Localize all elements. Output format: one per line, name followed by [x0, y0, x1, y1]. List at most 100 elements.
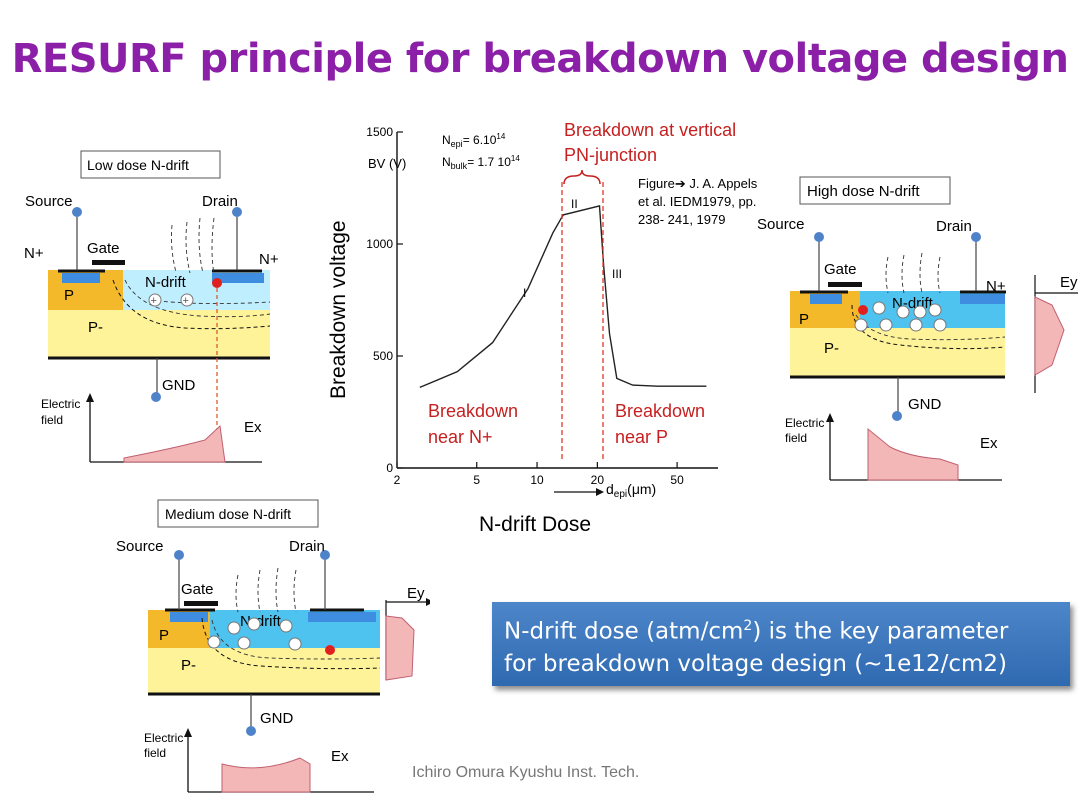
x-tick-label: 10	[530, 473, 544, 487]
electric-field-profile	[867, 427, 959, 481]
annot-vertical-breakdown: Breakdown at vertical	[564, 120, 736, 140]
n-drift-label: N-drift	[145, 274, 187, 291]
gate-electrode	[184, 601, 218, 606]
gnd-terminal	[892, 411, 902, 421]
n-epi-label: Nepi= 6.1014	[442, 132, 506, 149]
ey-label: Ey	[1060, 274, 1078, 291]
low-dose-diagram: Low dose N-drift Source Drain Gate N+ N+…	[24, 150, 279, 463]
ex-label: Ex	[244, 419, 262, 436]
x-tick-label: 2	[394, 473, 401, 487]
breakdown-voltage-graph: Breakdown voltage N-drift Dose 0 500 1000 1…	[327, 120, 758, 536]
source-label: Source	[25, 193, 73, 210]
gnd-terminal	[151, 392, 161, 402]
figure-reference: Figure➔ J. A. Appels	[638, 176, 758, 191]
key-parameter-callout: N-drift dose (atm/cm2) is the key parame…	[492, 602, 1070, 686]
high-dose-diagram: High dose N-drift Source Drain Gate N-dr…	[757, 176, 1078, 481]
svg-text:+: +	[151, 295, 157, 307]
gate-label: Gate	[181, 581, 214, 598]
y-unit-label: BV (V)	[368, 156, 406, 171]
y-tick-label: 1500	[366, 125, 393, 139]
drain-label: Drain	[289, 538, 325, 555]
p-minus-label: P-	[824, 340, 839, 357]
author-credit: Ichiro Omura Kyushu Inst. Tech.	[412, 764, 640, 781]
callout-line-2: for breakdown voltage design (~1e12/cm2)	[504, 650, 1007, 677]
ionized-donors	[854, 301, 947, 332]
y-tick-label: 1000	[366, 237, 393, 251]
high-dose-label-box	[799, 176, 951, 205]
source-terminal	[814, 232, 824, 242]
field-lines	[124, 217, 271, 318]
field-lines	[855, 252, 1006, 341]
svg-text:near P: near P	[615, 427, 668, 447]
graph-ylabel: Breakdown voltage	[327, 220, 350, 399]
ex-label: Ex	[331, 748, 349, 765]
n-plus-left	[170, 612, 208, 622]
graph-xlabel: N-drift Dose	[479, 513, 591, 536]
region-1-label: I	[523, 286, 526, 300]
n-drift-label: N-drift	[240, 613, 282, 630]
n-plus-left	[810, 294, 842, 304]
bv-curve	[419, 205, 707, 389]
svg-text:+: +	[183, 295, 189, 307]
depletion-edge	[851, 304, 1006, 350]
field-lines	[211, 567, 381, 660]
field-axis-label: Electric	[785, 416, 824, 430]
n-plus-right	[212, 273, 264, 283]
n-plus-label: N+	[986, 278, 1006, 295]
ey-field-profile	[1034, 296, 1065, 376]
y-tick-label: 500	[373, 349, 393, 363]
gnd-label: GND	[162, 377, 196, 394]
annot-near-nplus: Breakdown	[428, 401, 518, 421]
n-plus-right	[308, 612, 376, 622]
breakdown-point	[858, 305, 868, 315]
p-label: P	[799, 311, 809, 328]
depletion-edge	[112, 279, 271, 330]
ionized-donors	[207, 617, 302, 651]
x-tick-label: 50	[670, 473, 684, 487]
ex-label: Ex	[980, 435, 998, 452]
svg-text:PN-junction: PN-junction	[564, 145, 657, 165]
gnd-label: GND	[260, 710, 294, 727]
n-plus-left-label: N+	[24, 245, 44, 262]
gate-label: Gate	[87, 240, 120, 257]
breakdown-point	[212, 278, 222, 288]
high-dose-label: High dose N-drift	[807, 183, 920, 200]
field-axis-label: Electric	[41, 397, 80, 411]
svg-text:near N+: near N+	[428, 427, 493, 447]
p-minus-label: P-	[88, 319, 103, 336]
p-label: P	[64, 287, 74, 304]
drain-terminal	[971, 232, 981, 242]
gnd-label: GND	[908, 396, 942, 413]
svg-text:et al. IEDM1979, pp.: et al. IEDM1979, pp.	[638, 194, 757, 209]
gnd-terminal	[246, 726, 256, 736]
electric-field-profile	[123, 424, 226, 463]
svg-text:field: field	[785, 431, 807, 445]
breakdown-point	[325, 645, 335, 655]
annot-near-p: Breakdown	[615, 401, 705, 421]
x-tick-label: 5	[473, 473, 480, 487]
drain-terminal	[320, 550, 330, 560]
low-dose-label-box	[80, 150, 221, 179]
svg-text:field: field	[41, 413, 63, 427]
source-label: Source	[116, 538, 164, 555]
medium-dose-label-box	[157, 499, 319, 528]
region-3-label: III	[612, 267, 622, 281]
ionized-donor	[180, 293, 194, 307]
drain-terminal	[232, 207, 242, 217]
ey-field-profile	[385, 615, 415, 681]
y-tick-label: 0	[386, 461, 393, 475]
low-dose-label: Low dose N-drift	[87, 157, 189, 173]
drain-label: Drain	[936, 218, 972, 235]
n-bulk-label: Nbulk= 1.7 1014	[442, 154, 520, 171]
x-unit-label: depi(μm)	[606, 481, 656, 500]
medium-dose-label: Medium dose N-drift	[165, 506, 291, 522]
source-label: Source	[757, 216, 805, 233]
gate-electrode	[92, 260, 125, 265]
electric-field-profile	[221, 757, 311, 793]
region-2-label: II	[571, 197, 578, 211]
p-minus-label: P-	[181, 657, 196, 674]
field-axis-label: Electric	[144, 731, 183, 745]
source-terminal	[72, 207, 82, 217]
source-terminal	[174, 550, 184, 560]
